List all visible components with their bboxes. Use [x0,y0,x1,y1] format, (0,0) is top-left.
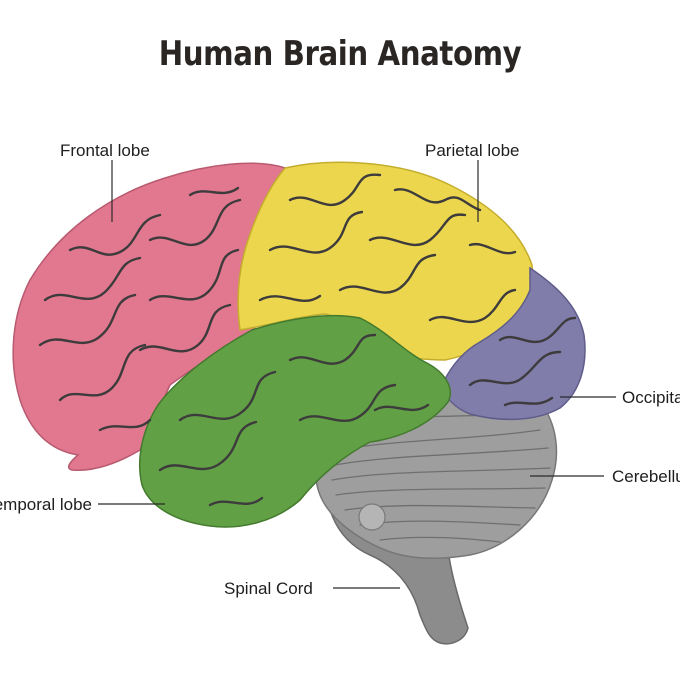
label-frontal-lobe: Frontal lobe [60,141,150,160]
label-spinal-cord: Spinal Cord [224,579,313,598]
gyri-pattern [38,173,577,507]
label-parietal-lobe: Parietal lobe [425,141,520,160]
diagram-title: Human Brain Anatomy [158,34,522,74]
temporal-lobe-region [139,314,451,528]
parietal-lobe-region [237,161,534,361]
label-cerebellum: Cerebellum [612,467,680,486]
label-temporal-lobe: Temporal lobe [0,495,92,514]
label-occipital-lobe: Occipital lobe [622,388,680,407]
leader-lines [98,160,616,589]
